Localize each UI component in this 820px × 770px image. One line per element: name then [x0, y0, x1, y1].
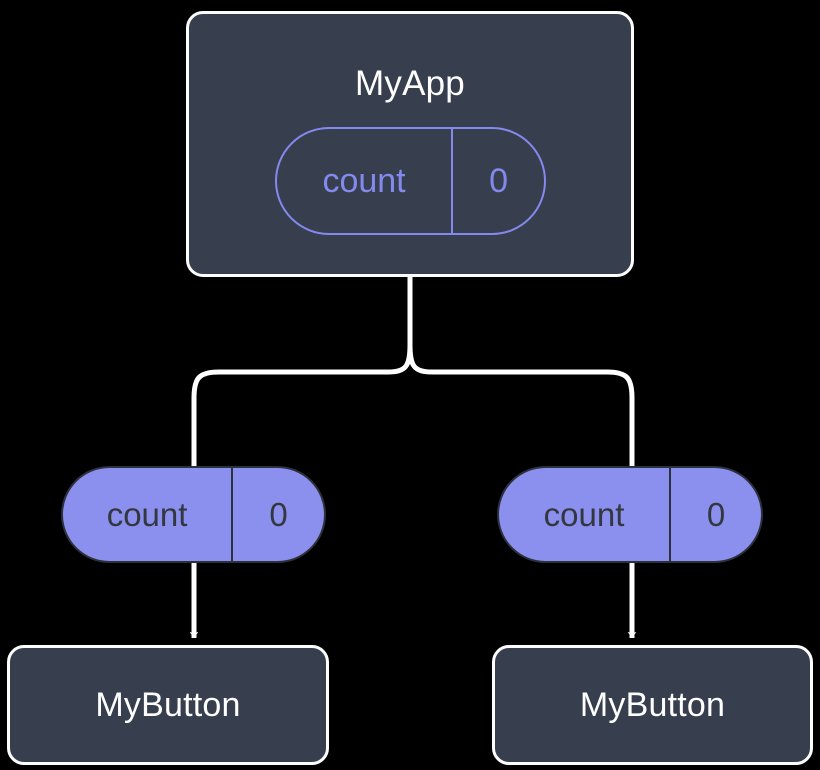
state-pill-myapp-key: count: [322, 162, 406, 200]
props-pill-right-value: 0: [669, 468, 761, 561]
edge-root-to-right-child: [407, 344, 635, 468]
props-pill-right-count[interactable]: count 0: [497, 466, 763, 563]
node-mybutton-left-label: MyButton: [95, 686, 241, 724]
node-mybutton-right[interactable]: MyButton: [492, 645, 813, 765]
state-pill-myapp-count[interactable]: count 0: [275, 127, 546, 235]
props-pill-left-key: count: [106, 496, 188, 533]
edge-root-to-left-child: [191, 344, 413, 468]
props-pill-left-value: 0: [231, 468, 324, 561]
state-pill-myapp-value: 0: [451, 129, 544, 233]
node-mybutton-left[interactable]: MyButton: [7, 645, 329, 765]
node-mybutton-right-label: MyButton: [579, 686, 726, 724]
props-pill-left-count[interactable]: count 0: [61, 466, 326, 563]
node-myapp-label: MyApp: [355, 64, 465, 103]
props-pill-right-key: count: [543, 496, 625, 533]
